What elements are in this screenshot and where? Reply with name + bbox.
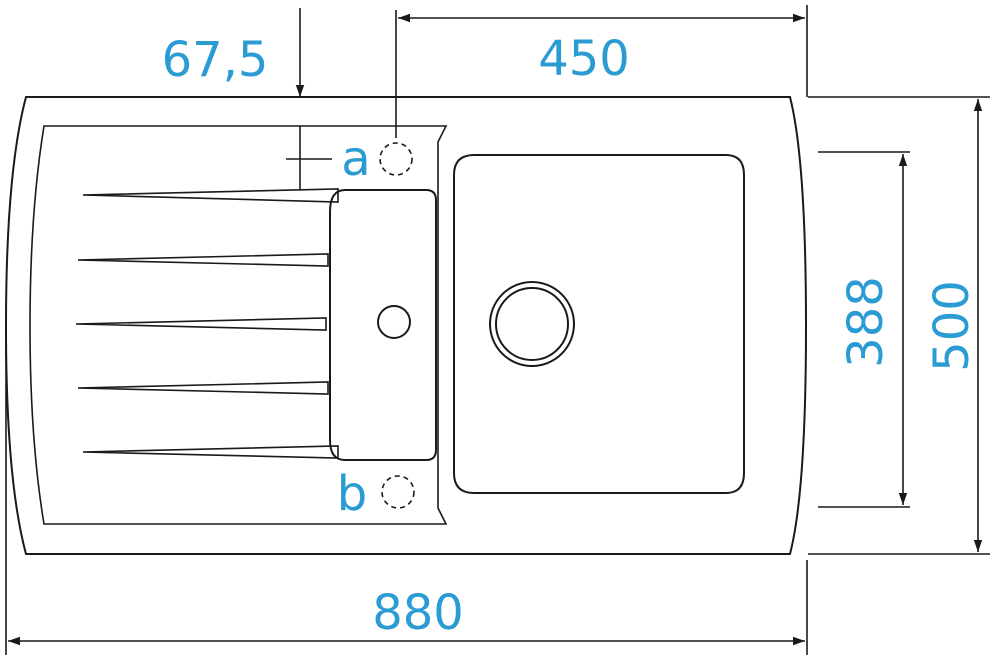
- drain-platform: [329, 189, 437, 461]
- dimension-overall-depth-label: 500: [924, 280, 980, 372]
- dimension-overall-width: 880: [5, 330, 808, 655]
- tap-hole-b: [381, 475, 415, 509]
- tap-hole-a-label: a: [341, 131, 370, 187]
- dimension-overall-depth: 500: [808, 96, 990, 555]
- drainer-groove: [77, 253, 329, 267]
- drainer-groove: [75, 317, 327, 331]
- dimension-hole-offset: 67,5: [162, 8, 332, 190]
- drainer-groove: [82, 188, 339, 203]
- tap-hole-a: [379, 142, 413, 176]
- drainer-groove: [77, 381, 329, 395]
- dimension-bowl-depth-label: 388: [838, 276, 894, 368]
- drain-outlet-inner: [495, 287, 569, 361]
- drainer-groove: [82, 445, 339, 459]
- overflow-hole: [377, 305, 411, 339]
- dimension-hole-offset-label: 67,5: [162, 32, 269, 88]
- drain-outlet-outer: [489, 281, 575, 367]
- main-bowl: [453, 154, 745, 494]
- drainer-grooves: [75, 188, 339, 459]
- dimension-bowl-depth: 388: [818, 151, 910, 508]
- dimension-bowl-width: 450: [395, 5, 808, 138]
- dimension-bowl-width-label: 450: [538, 31, 630, 87]
- sink-outline: [4, 96, 808, 555]
- tap-hole-b-label: b: [337, 466, 367, 522]
- dimension-overall-width-label: 880: [372, 585, 464, 641]
- tap-holes: a b: [337, 131, 415, 522]
